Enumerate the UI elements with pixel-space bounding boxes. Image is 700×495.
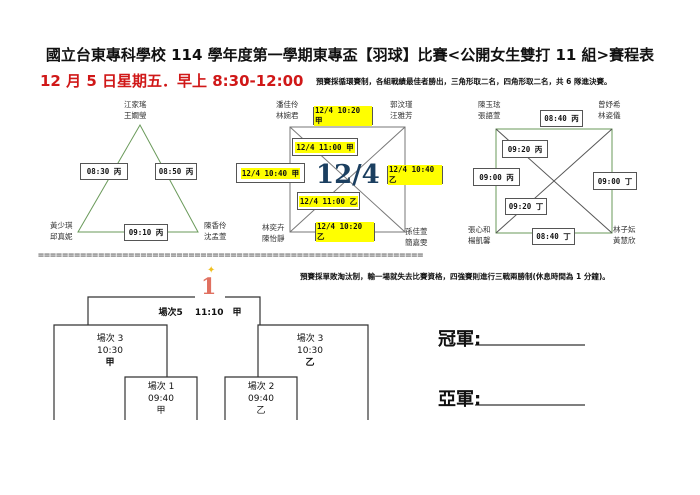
- match-box: 08:50 丙: [155, 163, 197, 180]
- match-box: 08:40 丁: [532, 228, 575, 245]
- match-box: 12/4 11:00 乙: [297, 192, 360, 210]
- team-left: 黃少琪邱真妮: [50, 221, 73, 241]
- team-bottom-right: 孫佳萱簡嘉雯: [405, 227, 428, 247]
- match-box: 12/4 10:40 乙: [387, 165, 443, 185]
- match-box: 08:30 丙: [80, 163, 128, 180]
- team-top-right: 郭汶瑾汪雅芳: [390, 100, 413, 120]
- page-title: 國立台東專科學校 114 學年度第一學期東專盃【羽球】比賽<公開女生雙打 11 …: [45, 46, 655, 64]
- team-right: 陳香伶沈孟萱: [204, 221, 227, 241]
- team-top-right: 曾妤希林姿儀: [598, 100, 621, 120]
- separator: ========================================…: [38, 250, 424, 261]
- team-bottom-left: 張心和楊凱馨: [468, 225, 491, 245]
- prelim-rule: 預賽採循環賽制，各組戰績最佳者勝出，三角形取二名，四角形取二名，共 6 隊進決賽…: [316, 77, 612, 86]
- match-box: 12/4 10:20 乙: [315, 222, 375, 242]
- match-box: 12/4 11:00 甲: [292, 138, 358, 156]
- match-box: 08:40 丙: [540, 110, 583, 127]
- sparkle-icon: ✦: [207, 265, 216, 276]
- match-box: 09:00 丙: [473, 168, 520, 186]
- match-box: 09:10 丙: [124, 224, 168, 241]
- match-box: 09:00 丁: [593, 172, 637, 190]
- event-date: 12 月 5 日星期五．早上 8:30-12:00: [40, 72, 304, 90]
- team-top-left: 潘佳伶林婉君: [276, 100, 299, 120]
- team-bottom-left: 林奕卉陳怡靜: [262, 223, 285, 243]
- knockout-bracket: [53, 296, 585, 420]
- match-box: 09:20 丁: [505, 198, 547, 215]
- final-match: 場次5 11:10 甲: [158, 308, 242, 318]
- team-top: 江家瑤王嫺瑩: [124, 100, 147, 120]
- team-bottom-right: 林子妘黃慧欣: [613, 225, 636, 245]
- match-box: 12/4 10:20 甲: [313, 106, 373, 126]
- trophy-number: 1: [201, 274, 217, 300]
- match-box: 09:20 丙: [502, 140, 548, 158]
- date-watermark: 12/4: [316, 160, 380, 190]
- match-box: 12/4 10:40 甲: [236, 163, 305, 183]
- champion-label: 冠軍:: [438, 329, 482, 350]
- team-top-left: 陳玉玹張語萱: [478, 100, 501, 120]
- knockout-rule: 預賽採單敗淘汰制，輸一場就失去比賽資格，四強賽則進行三戰兩勝制(休息時間為 1 …: [300, 272, 610, 281]
- runner-up-label: 亞軍:: [438, 389, 482, 410]
